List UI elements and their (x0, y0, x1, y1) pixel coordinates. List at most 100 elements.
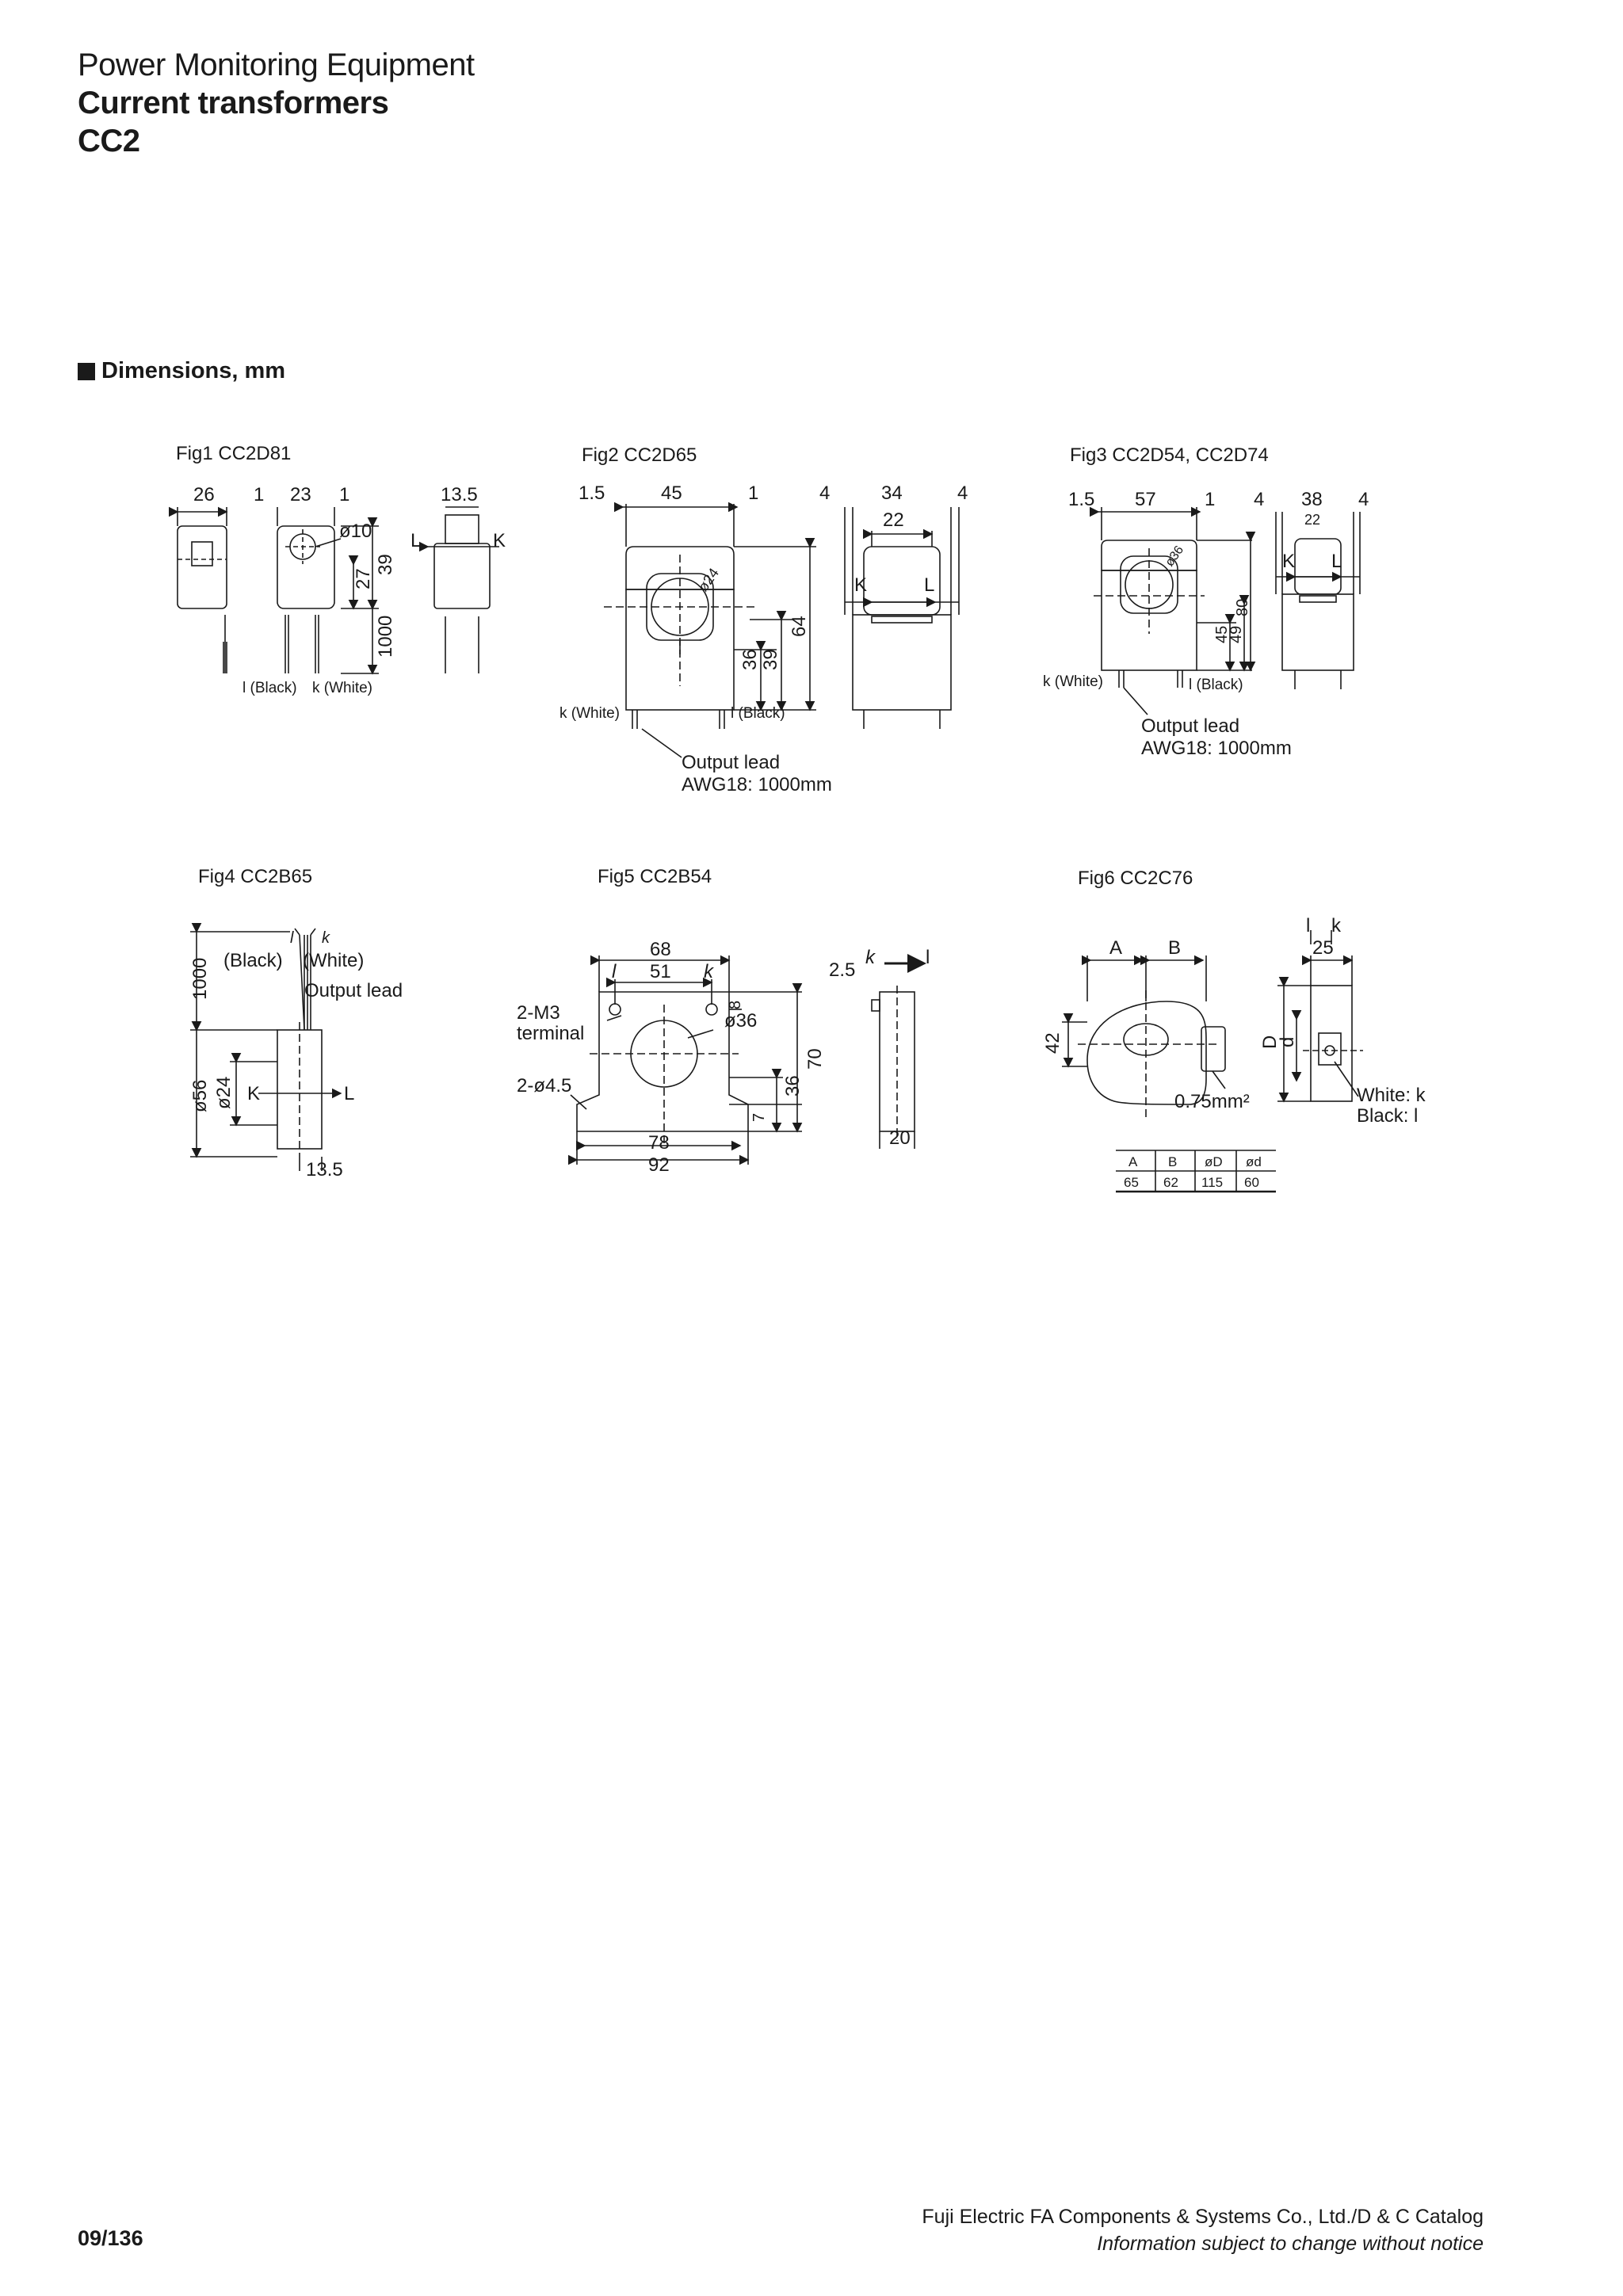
fig2-dim-f: 4 (957, 482, 968, 504)
fig3-lead-white: k (White) (1043, 673, 1103, 690)
fig3-mark-k: K (1282, 551, 1295, 572)
fig3-dim-e: 38 (1301, 489, 1323, 510)
fig3-dim-f: 4 (1358, 489, 1369, 510)
fig2-dim-h2: 39 (760, 649, 781, 670)
fig5-terminal-1: 2-M3 (517, 1002, 560, 1024)
fig6-dim-inner: d (1277, 1037, 1298, 1047)
fig3-dim-a: 1.5 (1068, 489, 1094, 510)
fig5-dim-base-width: 92 (648, 1154, 670, 1176)
fig5-dim-base: 7 (750, 1113, 768, 1122)
section-heading: Dimensions, mm (78, 358, 285, 384)
fig6-black: Black: l (1357, 1105, 1418, 1127)
fig2-dim-d: 4 (819, 482, 830, 504)
fig1-dim-body: 23 (290, 484, 311, 505)
fig1-mark-k: K (493, 530, 506, 551)
fig5-mark-l: l (612, 961, 617, 982)
fig6-dim-outer: D (1259, 1035, 1281, 1049)
fig4-white: (White) (303, 950, 364, 971)
header-product-family: Current transformers (78, 86, 389, 120)
fig4-drawing (190, 922, 342, 1171)
fig1-dim-gap-right: 1 (339, 484, 349, 505)
fig2-note-2: AWG18: 1000mm (682, 774, 832, 795)
footer-company: Fuji Electric FA Components & Systems Co… (922, 2206, 1484, 2228)
fig2-dim-h1: 36 (739, 649, 761, 670)
fig5-drawing (567, 954, 926, 1165)
fig6-dim-depth: 25 (1312, 937, 1334, 959)
fig3-dim-h2: 49 (1228, 626, 1245, 643)
fig3-dim-hole: ø36 (1163, 543, 1186, 569)
fig1-drawing (168, 506, 499, 675)
fig4-dim-lead: 1000 (189, 958, 211, 1000)
page-number: 09/136 (78, 2226, 143, 2250)
fig5-mark-k: k (704, 961, 715, 982)
fig6-dim-height: 42 (1042, 1032, 1064, 1054)
fig2-dim-g: 22 (883, 509, 904, 531)
fig4-black: (Black) (223, 950, 283, 971)
fig3-dim-h3: 80 (1234, 599, 1251, 616)
fig5-dim-hole-pitch: 78 (648, 1132, 670, 1154)
fig6-table-header-b: B (1168, 1154, 1177, 1169)
fig6-table-cell-od: 115 (1201, 1175, 1223, 1190)
fig5-side-k: k (865, 947, 876, 968)
fig6-table-header-id: ød (1246, 1154, 1262, 1169)
fig6-dim-wire: 0.75mm² (1174, 1091, 1250, 1112)
fig6-drawing (1062, 930, 1363, 1193)
fig1-mark-l: L (411, 530, 421, 551)
fig2-lead-white: k (White) (559, 705, 620, 722)
fig6-dim-a: A (1109, 937, 1122, 959)
fig2-dim-a: 1.5 (579, 482, 605, 504)
fig3-dim-b: 57 (1135, 489, 1156, 510)
fig3-mark-l: L (1331, 551, 1342, 572)
fig5-title: Fig5 CC2B54 (598, 866, 712, 887)
fig5-hole-spec: 2-ø4.5 (517, 1075, 571, 1097)
fig3-drawing (1089, 506, 1361, 715)
fig5-dim-hole: ø36 (724, 1010, 757, 1032)
fig3-dim-c: 1 (1205, 489, 1215, 510)
fig3-dim-d: 4 (1254, 489, 1264, 510)
fig6-dim-b: B (1168, 937, 1181, 959)
fig5-dim-pitch: 51 (650, 961, 671, 982)
fig3-dim-g: 22 (1304, 512, 1320, 528)
fig4-dim-inner: ø24 (213, 1077, 235, 1109)
fig1-lead-black: l (Black) (242, 680, 297, 696)
fig4-mark-k: K (247, 1083, 260, 1104)
fig6-table-cell-a: 65 (1124, 1175, 1139, 1190)
square-bullet-icon (78, 362, 95, 380)
fig1-dim-depth: 13.5 (441, 484, 478, 505)
fig6-table-cell-b: 62 (1163, 1175, 1178, 1190)
fig4-output-lead: Output lead (304, 980, 403, 1001)
fig6-table-cell-id: 60 (1244, 1175, 1259, 1190)
fig1-title: Fig1 CC2D81 (176, 443, 291, 464)
fig5-dim-depth: 20 (889, 1127, 911, 1149)
fig4-title: Fig4 CC2B65 (198, 866, 312, 887)
fig6-title: Fig6 CC2C76 (1078, 868, 1193, 889)
fig2-note-1: Output lead (682, 752, 780, 773)
fig5-dim-terminal: 2.5 (829, 959, 855, 981)
fig1-dim-center: 27 (353, 568, 374, 589)
fig4-dim-outer: ø56 (189, 1080, 211, 1112)
fig2-lead-black: l (Black) (731, 705, 785, 722)
fig4-lead-k: k (322, 929, 330, 947)
fig1-dim-height: 39 (375, 554, 396, 575)
fig1-dim-lead: 1000 (375, 616, 396, 658)
header-category: Power Monitoring Equipment (78, 48, 475, 82)
fig2-dim-c: 1 (748, 482, 758, 504)
section-title: Dimensions, mm (101, 358, 286, 383)
fig1-dim-hole: ø10 (339, 521, 372, 542)
fig3-note-2: AWG18: 1000mm (1141, 738, 1292, 759)
fig2-title: Fig2 CC2D65 (582, 444, 697, 466)
fig1-dim-gap-left: 1 (254, 484, 264, 505)
fig2-drawing (604, 502, 960, 758)
fig2-dim-e: 34 (881, 482, 903, 504)
fig5-dim-height: 70 (804, 1048, 826, 1070)
fig2-mark-k: K (854, 574, 867, 596)
fig2-dim-b: 45 (661, 482, 682, 504)
fig2-mark-l: L (924, 574, 934, 596)
fig4-dim-depth: 13.5 (306, 1159, 343, 1180)
fig6-table-header-a: A (1128, 1154, 1138, 1169)
fig1-lead-white: k (White) (312, 680, 372, 696)
fig6-white: White: k (1357, 1085, 1426, 1106)
fig5-side-l: l (926, 947, 930, 968)
fig5-dim-width: 68 (650, 939, 671, 960)
